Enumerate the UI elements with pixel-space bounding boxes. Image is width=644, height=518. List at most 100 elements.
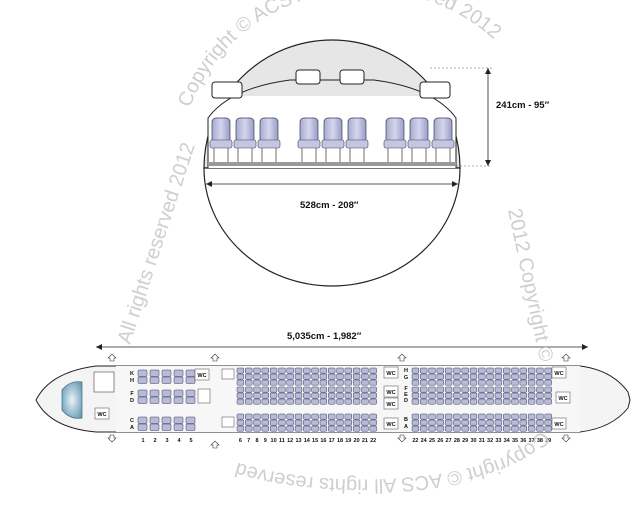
seat[interactable] — [261, 392, 269, 399]
seat[interactable] — [245, 386, 253, 393]
seat[interactable] — [161, 396, 172, 404]
seat[interactable] — [420, 373, 428, 380]
seat[interactable] — [486, 373, 494, 380]
seat[interactable] — [294, 425, 303, 432]
seat[interactable] — [269, 425, 278, 432]
seat[interactable] — [319, 379, 328, 386]
seat[interactable] — [461, 398, 469, 405]
seat[interactable] — [420, 367, 428, 374]
seat[interactable] — [344, 413, 352, 420]
seat[interactable] — [269, 392, 278, 399]
seat[interactable] — [453, 367, 461, 374]
seat[interactable] — [478, 373, 486, 380]
seat[interactable] — [469, 386, 478, 393]
seat[interactable] — [149, 396, 160, 404]
seat[interactable] — [319, 413, 328, 420]
seat[interactable] — [461, 413, 469, 420]
seat[interactable] — [361, 392, 369, 399]
seat[interactable] — [369, 425, 377, 432]
seat[interactable] — [245, 392, 253, 399]
seat[interactable] — [369, 413, 377, 420]
seat[interactable] — [328, 373, 336, 380]
seat[interactable] — [461, 392, 469, 399]
seat[interactable] — [245, 398, 253, 405]
seat[interactable] — [344, 379, 352, 386]
seat[interactable] — [461, 419, 469, 426]
seat[interactable] — [278, 419, 286, 426]
seat[interactable] — [411, 373, 420, 380]
seat[interactable] — [137, 423, 148, 431]
seat[interactable] — [336, 398, 344, 405]
seat[interactable] — [311, 425, 319, 432]
seat[interactable] — [294, 386, 303, 393]
seat[interactable] — [286, 398, 294, 405]
seat[interactable] — [519, 413, 527, 420]
seat[interactable] — [352, 398, 361, 405]
seat[interactable] — [411, 419, 420, 426]
seat[interactable] — [278, 398, 286, 405]
seat[interactable] — [344, 367, 352, 374]
seat[interactable] — [461, 373, 469, 380]
seat[interactable] — [336, 373, 344, 380]
seat[interactable] — [294, 419, 303, 426]
seat[interactable] — [436, 425, 444, 432]
seat[interactable] — [286, 419, 294, 426]
seat[interactable] — [253, 419, 261, 426]
seat[interactable] — [137, 416, 148, 424]
seat[interactable] — [137, 376, 148, 384]
seat[interactable] — [494, 367, 503, 374]
seat[interactable] — [261, 379, 269, 386]
seat[interactable] — [245, 373, 253, 380]
seat[interactable] — [444, 386, 453, 393]
seat[interactable] — [494, 419, 503, 426]
seat[interactable] — [503, 392, 511, 399]
seat[interactable] — [536, 425, 544, 432]
seat[interactable] — [519, 419, 527, 426]
seat[interactable] — [486, 386, 494, 393]
seat[interactable] — [527, 419, 536, 426]
seat[interactable] — [261, 386, 269, 393]
seat[interactable] — [411, 386, 420, 393]
seat[interactable] — [245, 425, 253, 432]
seat[interactable] — [336, 379, 344, 386]
seat[interactable] — [444, 379, 453, 386]
seat[interactable] — [494, 425, 503, 432]
seat[interactable] — [420, 379, 428, 386]
seat[interactable] — [278, 392, 286, 399]
seat[interactable] — [286, 413, 294, 420]
seat[interactable] — [527, 386, 536, 393]
seat[interactable] — [236, 379, 245, 386]
seat[interactable] — [453, 413, 461, 420]
seat[interactable] — [469, 413, 478, 420]
seat[interactable] — [444, 425, 453, 432]
seat[interactable] — [303, 373, 311, 380]
seat[interactable] — [527, 392, 536, 399]
seat[interactable] — [511, 373, 519, 380]
seat[interactable] — [344, 419, 352, 426]
seat[interactable] — [461, 379, 469, 386]
seat[interactable] — [253, 367, 261, 374]
seat[interactable] — [185, 416, 196, 424]
seat[interactable] — [420, 425, 428, 432]
seat[interactable] — [411, 392, 420, 399]
seat[interactable] — [486, 419, 494, 426]
seat[interactable] — [261, 425, 269, 432]
seat[interactable] — [245, 413, 253, 420]
seat[interactable] — [369, 367, 377, 374]
seat[interactable] — [303, 386, 311, 393]
seat[interactable] — [511, 392, 519, 399]
seat[interactable] — [286, 386, 294, 393]
seat[interactable] — [519, 379, 527, 386]
seat[interactable] — [236, 392, 245, 399]
seat[interactable] — [161, 416, 172, 424]
seat[interactable] — [436, 419, 444, 426]
seat[interactable] — [436, 373, 444, 380]
seat[interactable] — [311, 413, 319, 420]
seat[interactable] — [536, 386, 544, 393]
seat[interactable] — [344, 373, 352, 380]
seat[interactable] — [519, 373, 527, 380]
seat[interactable] — [261, 398, 269, 405]
seat[interactable] — [536, 419, 544, 426]
seat[interactable] — [428, 398, 436, 405]
seat[interactable] — [236, 373, 245, 380]
